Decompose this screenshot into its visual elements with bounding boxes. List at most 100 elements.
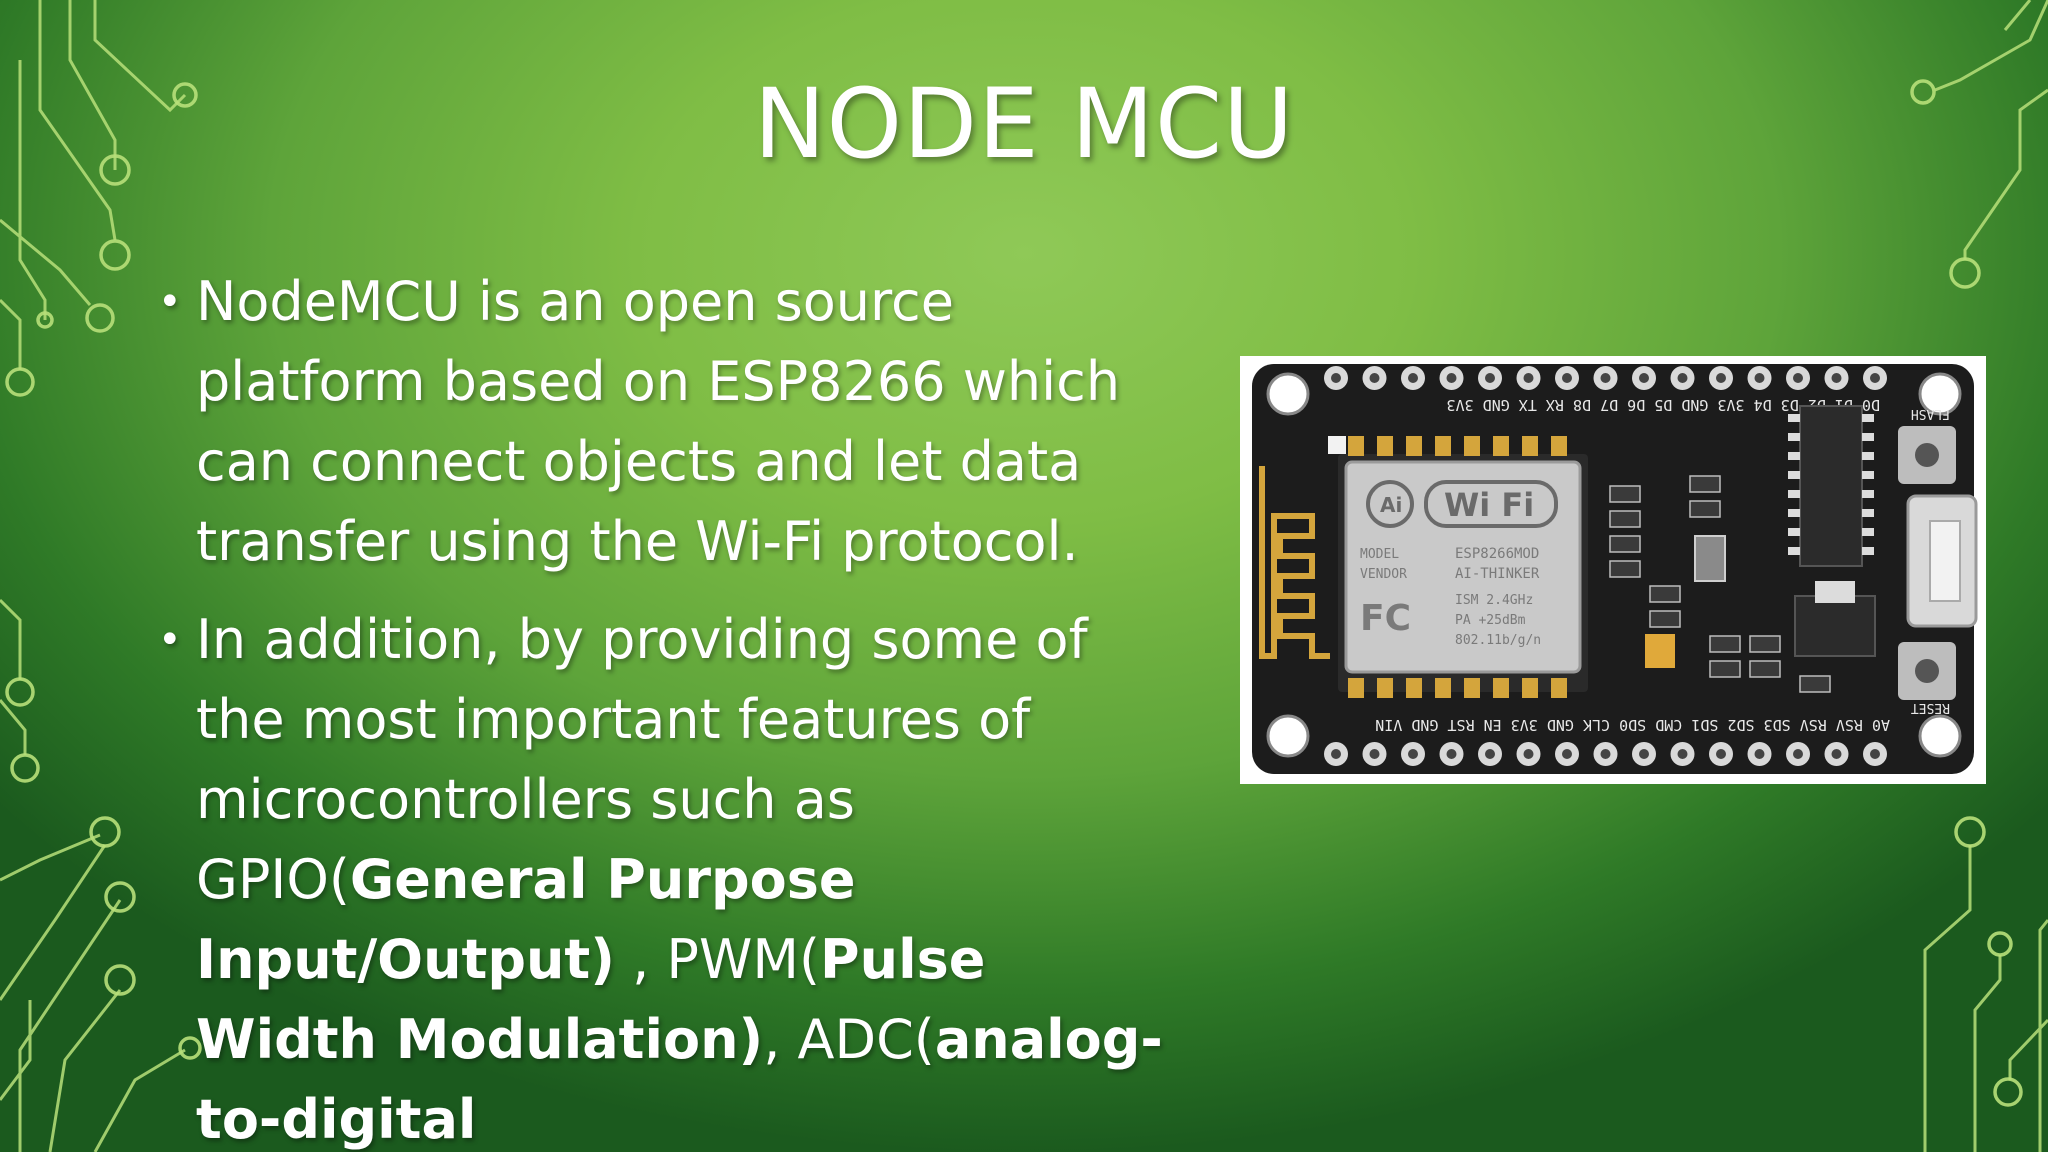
header-pin-hole bbox=[1369, 749, 1380, 759]
pcb-antenna bbox=[1259, 466, 1330, 659]
chip-leg bbox=[1788, 414, 1800, 422]
trace bbox=[0, 833, 101, 882]
nodemcu-board-illustration: D0 D1 D2 D3 D4 3V3 GND D5 D6 D7 D8 RX TX… bbox=[1240, 356, 1986, 784]
module-model: ESP8266MOD bbox=[1455, 546, 1539, 562]
header-pin-hole bbox=[1331, 749, 1341, 759]
ai-logo-icon bbox=[1366, 480, 1414, 528]
header-pin-hole bbox=[1408, 749, 1418, 759]
chip-leg bbox=[1788, 452, 1800, 460]
header-pin-hole bbox=[1446, 749, 1457, 759]
header-pin-hole bbox=[1831, 373, 1842, 383]
bottom-pin-header bbox=[1324, 742, 1887, 766]
chip-leg bbox=[1862, 547, 1874, 555]
header-pin-hole bbox=[1831, 749, 1842, 759]
trace bbox=[0, 598, 22, 680]
header-pin-hole bbox=[1485, 373, 1495, 383]
module-model-label: MODEL bbox=[1360, 547, 1399, 562]
chip-leg bbox=[1788, 433, 1800, 441]
header-pin-hole bbox=[1331, 373, 1341, 383]
module-ism: ISM 2.4GHz bbox=[1455, 593, 1533, 608]
trace-node bbox=[99, 239, 131, 271]
mounting-hole bbox=[1918, 372, 1962, 416]
trace-node bbox=[36, 311, 54, 329]
header-pin-hole bbox=[1562, 749, 1572, 759]
chip-legs bbox=[1788, 414, 1874, 555]
module-pad bbox=[1493, 436, 1509, 456]
smd-components bbox=[1609, 475, 1831, 693]
wifi-logo-text: Wi Fi bbox=[1444, 486, 1534, 524]
bullet-text-segment: In addition, by providing some of the mo… bbox=[196, 608, 1088, 911]
mounting-hole bbox=[1266, 714, 1310, 758]
trace bbox=[0, 1000, 32, 1101]
chip-leg bbox=[1788, 490, 1800, 498]
module-pad bbox=[1406, 436, 1422, 456]
header-pin-hole bbox=[1408, 373, 1418, 383]
header-pin-hole bbox=[1716, 749, 1726, 759]
tantalum-capacitor bbox=[1645, 634, 1675, 668]
micro-usb-opening bbox=[1929, 520, 1961, 602]
flash-button-cap bbox=[1915, 443, 1939, 467]
header-pin-hole bbox=[1639, 373, 1649, 383]
trace bbox=[1923, 845, 1972, 1152]
module-std: 802.11b/g/n bbox=[1455, 633, 1541, 648]
module-pad bbox=[1435, 678, 1451, 698]
chip-leg bbox=[1862, 471, 1874, 479]
reset-label: RESET bbox=[1911, 700, 1950, 715]
header-pin-hole bbox=[1793, 749, 1803, 759]
chip-leg bbox=[1862, 528, 1874, 536]
header-pin-hole bbox=[1716, 373, 1726, 383]
module-pad bbox=[1522, 678, 1538, 698]
trace bbox=[0, 218, 92, 306]
chip-leg bbox=[1862, 414, 1874, 422]
trace bbox=[0, 844, 107, 1001]
chip-leg bbox=[1788, 471, 1800, 479]
header-pin-hole bbox=[1523, 373, 1534, 383]
chip-leg bbox=[1788, 528, 1800, 536]
module-pad bbox=[1464, 678, 1480, 698]
header-pin-hole bbox=[1485, 749, 1495, 759]
module-vendor: AI-THINKER bbox=[1455, 566, 1540, 582]
trace bbox=[48, 989, 122, 1152]
trace-node bbox=[5, 677, 35, 707]
chip-leg bbox=[1862, 490, 1874, 498]
header-pin-hole bbox=[1870, 749, 1880, 759]
header-pin-hole bbox=[1639, 749, 1649, 759]
bullet-dot-icon: • bbox=[158, 279, 182, 325]
bullet-list: • NodeMCU is an open source platform bas… bbox=[150, 262, 1170, 1152]
trace bbox=[1973, 955, 2002, 1152]
nodemcu-board-image: D0 D1 D2 D3 D4 3V3 GND D5 D6 D7 D8 RX TX… bbox=[1240, 356, 1986, 784]
bullet-dot-icon: • bbox=[158, 617, 182, 663]
mounting-hole bbox=[1266, 372, 1310, 416]
chip-leg bbox=[1862, 509, 1874, 517]
top-pin-labels: D0 D1 D2 D3 D4 3V3 GND D5 D6 D7 D8 RX TX… bbox=[1447, 396, 1880, 414]
trace-node bbox=[5, 367, 35, 397]
mounting-hole bbox=[1918, 714, 1962, 758]
fc-mark: FC bbox=[1360, 598, 1411, 639]
bullet-text-segment: , ADC( bbox=[763, 1008, 935, 1071]
chip-leg bbox=[1862, 433, 1874, 441]
trace bbox=[2038, 919, 2048, 1152]
header-pin-hole bbox=[1677, 749, 1688, 759]
trace-node bbox=[1987, 931, 2013, 957]
header-pin-hole bbox=[1600, 749, 1611, 759]
usb-serial-chip bbox=[1799, 405, 1863, 567]
trace bbox=[0, 298, 22, 370]
chip-leg bbox=[1862, 452, 1874, 460]
bullet-text-segment-bold: Pulse Width Modulation) bbox=[196, 928, 986, 1071]
bullet-text-segment-bold: General Purpose Input/Output) bbox=[196, 848, 856, 991]
top-pin-header bbox=[1324, 366, 1887, 390]
reset-button-cap bbox=[1915, 659, 1939, 683]
bullet-item: • In addition, by providing some of the … bbox=[150, 600, 1170, 1152]
module-pad bbox=[1493, 678, 1509, 698]
header-pin-hole bbox=[1677, 373, 1688, 383]
wifi-logo-icon bbox=[1424, 480, 1558, 528]
header-pin-hole bbox=[1523, 749, 1534, 759]
trace bbox=[0, 699, 27, 755]
module-pad bbox=[1522, 436, 1538, 456]
module-pad bbox=[1464, 436, 1480, 456]
trace-node bbox=[104, 964, 136, 996]
chip-leg bbox=[1788, 509, 1800, 517]
header-pin-hole bbox=[1600, 373, 1611, 383]
trace-node bbox=[104, 881, 136, 913]
